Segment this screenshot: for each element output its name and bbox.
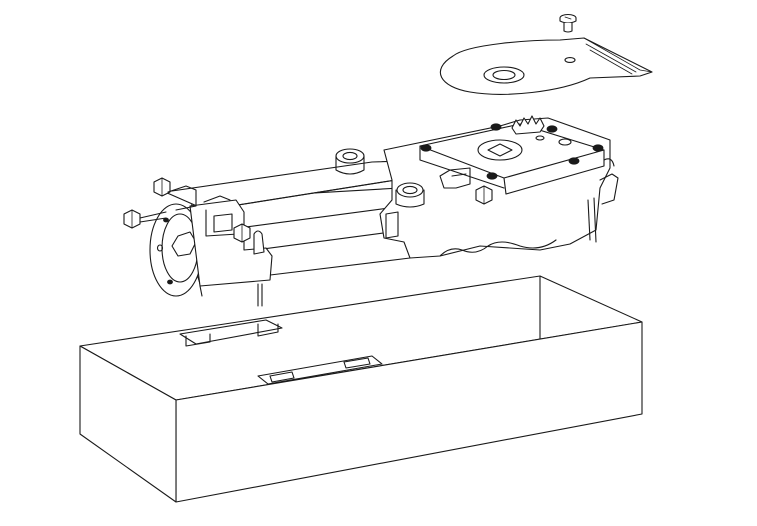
cover-plate [439,37,653,95]
cement-case [79,275,643,503]
closer-body [123,115,619,307]
cover-screw [559,13,577,33]
